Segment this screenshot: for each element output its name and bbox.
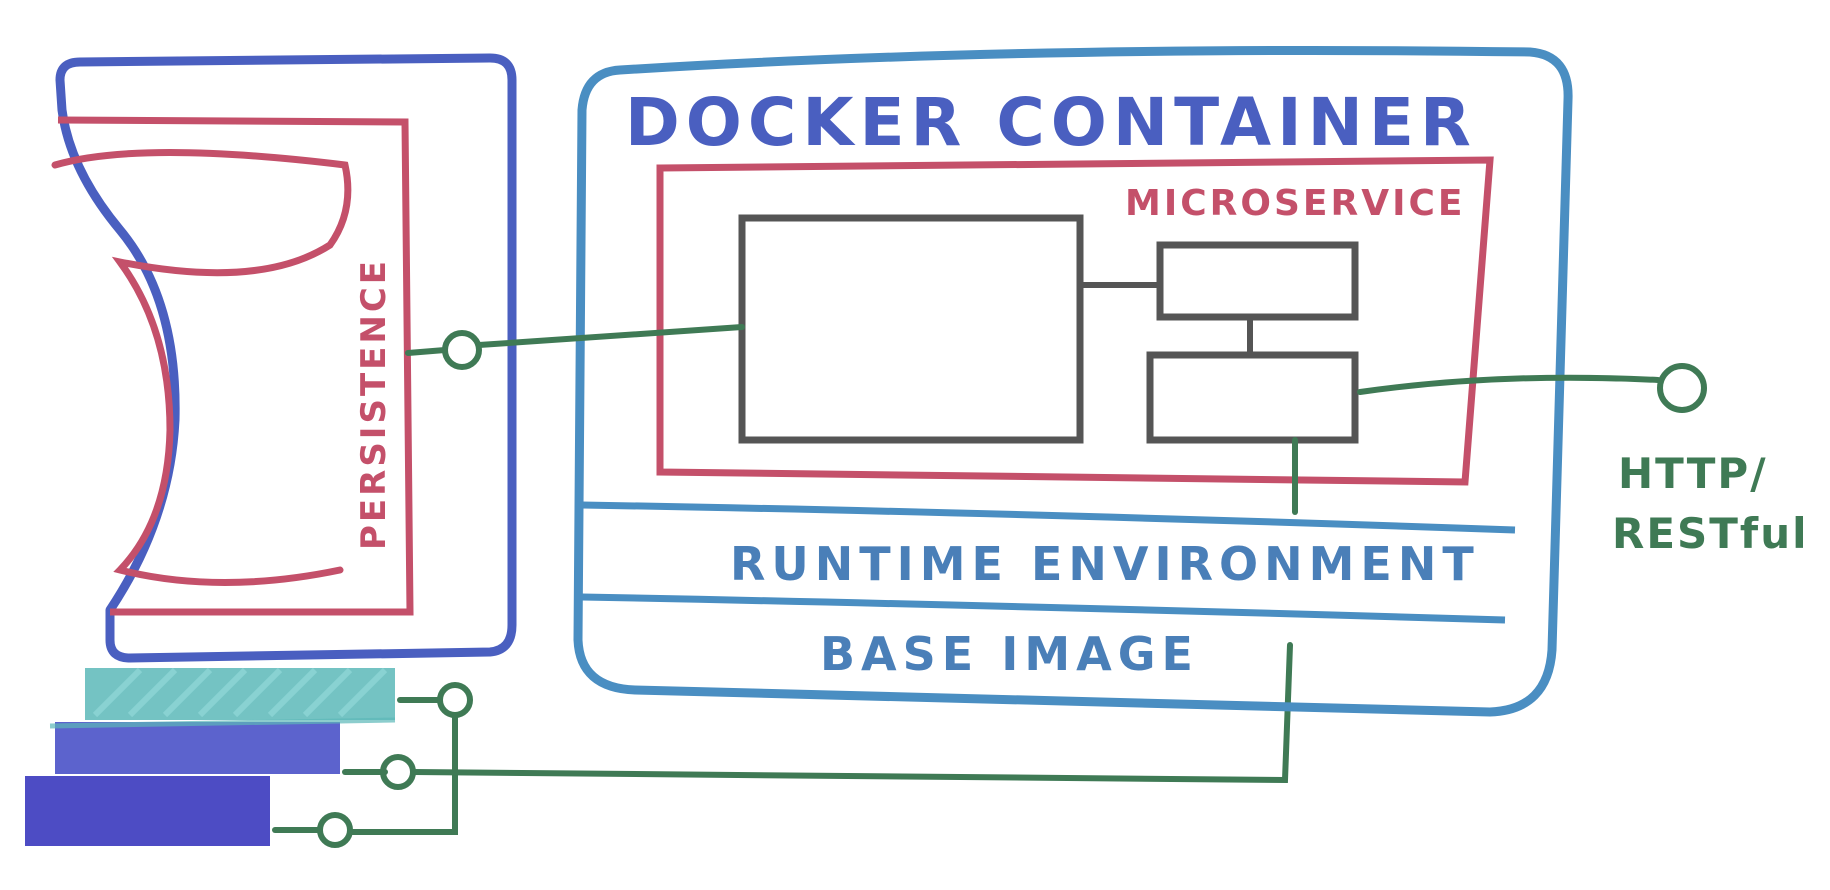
persistence-host: PERSISTENCE	[51, 53, 517, 663]
volume-connectors	[272, 642, 1293, 848]
volume-to-base-image	[411, 642, 1293, 784]
docker-container-label: DOCKER CONTAINER	[625, 84, 1477, 161]
persistence-link-line	[405, 347, 448, 356]
http-label-line2: RESTful	[1612, 509, 1809, 558]
persistence-to-component-line	[476, 324, 745, 348]
http-port	[1657, 363, 1707, 413]
volume-layer-teal-hatch	[92, 667, 388, 718]
storage-volume-stack	[25, 667, 396, 846]
volume-layer-blue	[55, 722, 340, 774]
volume-layer-navy	[25, 776, 270, 846]
volume-port-1	[437, 682, 473, 718]
component-lower-right	[1146, 351, 1359, 444]
runtime-top-line	[581, 501, 1516, 534]
component-main	[738, 214, 1084, 444]
persistence-frame	[57, 116, 414, 616]
runtime-bottom-line	[581, 593, 1506, 624]
storage-cylinder	[51, 149, 352, 586]
volume-layer-teal-edge	[49, 717, 396, 729]
http-label-line1: HTTP/	[1618, 449, 1768, 498]
persistence-port	[442, 330, 482, 370]
docker-container: DOCKER CONTAINER MICROSERVICE RUNTIME EN…	[573, 45, 1573, 717]
base-image-label: BASE IMAGE	[820, 627, 1199, 681]
component-upper-right	[1156, 241, 1359, 321]
persistence-label: PERSISTENCE	[354, 258, 394, 550]
runtime-environment-label: RUNTIME ENVIRONMENT	[730, 537, 1480, 591]
microservice-label: MICROSERVICE	[1125, 183, 1465, 224]
network-connectors	[405, 324, 1707, 515]
volume-bus-vertical	[347, 712, 458, 835]
http-link-line	[1357, 374, 1661, 395]
microservice-frame	[656, 156, 1494, 486]
persistence-host-frame	[55, 53, 517, 663]
volume-port-3	[317, 812, 353, 848]
docker-container-frame	[573, 45, 1573, 717]
